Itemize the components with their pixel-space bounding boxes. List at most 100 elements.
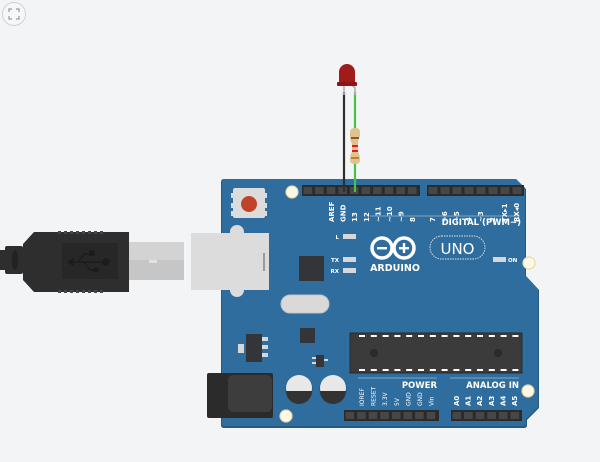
header-pin-socket[interactable] — [303, 187, 313, 194]
header-pin-socket[interactable] — [512, 187, 522, 194]
header-pin-socket[interactable] — [380, 412, 389, 419]
mounting-hole — [285, 185, 299, 199]
power-pin-label: IOREF — [359, 388, 366, 406]
header-pin-socket[interactable] — [510, 412, 520, 419]
digital-pin-label: TX▸1 — [501, 203, 509, 222]
analog-pin-label: A3 — [488, 396, 496, 406]
digital-header-right[interactable] — [427, 185, 524, 196]
usb-icon — [66, 250, 110, 273]
power-pin-label: 3.3V — [382, 391, 389, 406]
analog-pin-label: A5 — [511, 396, 519, 406]
usb-cable[interactable] — [0, 231, 184, 293]
digital-pin-label: 7 — [429, 217, 437, 222]
analog-pin-label: A1 — [465, 396, 473, 406]
header-pin-socket[interactable] — [391, 412, 401, 419]
header-pin-socket[interactable] — [475, 412, 485, 419]
model-label: UNO — [440, 240, 474, 258]
power-pin-label: GND — [417, 392, 424, 406]
digital-pin-label: AREF — [328, 201, 336, 222]
on-led-label: ON — [508, 258, 518, 264]
crystal-oscillator — [280, 294, 330, 314]
header-pin-socket[interactable] — [428, 187, 438, 194]
digital-pin-label: ~5 — [453, 211, 461, 222]
header-pin-socket[interactable] — [487, 412, 496, 419]
usb-cable-wire — [0, 250, 6, 270]
header-pin-socket[interactable] — [361, 187, 371, 194]
digital-pin-label: 8 — [409, 217, 417, 222]
mounting-hole — [522, 256, 536, 270]
header-pin-socket[interactable] — [452, 187, 462, 194]
power-pin-label: RESET — [371, 386, 378, 406]
digital-pin-label: GND — [340, 204, 348, 222]
transistor — [312, 355, 328, 367]
digital-pin-label: ~9 — [398, 211, 406, 222]
digital-pin-label: 2 — [489, 217, 497, 222]
header-pin-socket[interactable] — [326, 187, 336, 194]
analog-header-label: ANALOG IN — [466, 381, 519, 391]
header-pin-socket[interactable] — [498, 412, 508, 419]
analog-pin-label: A4 — [499, 396, 507, 406]
header-pin-socket[interactable] — [426, 412, 436, 419]
header-pin-socket[interactable] — [373, 187, 382, 194]
fit-to-view-button[interactable] — [2, 2, 26, 26]
digital-pin-label: 4 — [465, 217, 473, 222]
reset-button[interactable] — [231, 188, 267, 218]
digital-pin-label: ~3 — [477, 211, 485, 222]
arduino-logo — [370, 236, 416, 260]
analog-pin-label: A0 — [453, 396, 461, 406]
rx-led-label: RX — [331, 269, 340, 275]
digital-header-left[interactable] — [302, 185, 420, 196]
header-pin-socket[interactable] — [452, 412, 462, 419]
digital-pin-label: 13 — [351, 212, 359, 222]
header-pin-socket[interactable] — [338, 187, 347, 194]
header-pin-socket[interactable] — [500, 187, 510, 194]
header-pin-socket[interactable] — [315, 187, 324, 194]
capacitor — [319, 375, 347, 404]
tx-led — [343, 257, 356, 262]
red-led[interactable] — [337, 64, 357, 95]
power-pin-label: Vin — [429, 396, 436, 406]
voltage-regulator — [238, 334, 268, 362]
header-pin-socket[interactable] — [403, 412, 413, 419]
header-pin-socket[interactable] — [440, 187, 450, 194]
rx-led — [343, 268, 356, 273]
header-pin-socket[interactable] — [464, 187, 474, 194]
capacitor — [285, 375, 313, 404]
header-pin-socket[interactable] — [384, 187, 394, 194]
digital-pin-label: RX◂0 — [513, 203, 521, 222]
analog-header[interactable] — [451, 410, 522, 421]
digital-pin-label: ~11 — [374, 206, 382, 222]
power-header[interactable] — [344, 410, 439, 421]
uno-badge — [429, 235, 486, 260]
mounting-hole — [279, 409, 293, 423]
digital-header-label: DIGITAL (PWM~) — [442, 218, 522, 228]
usb-b-jack — [191, 225, 269, 297]
analog-pin-label: A2 — [476, 396, 484, 406]
l-led — [343, 234, 356, 239]
small-chip — [300, 328, 315, 343]
header-pin-socket[interactable] — [464, 412, 473, 419]
header-pin-socket[interactable] — [415, 412, 424, 419]
digital-pin-label: ~10 — [386, 206, 394, 222]
header-pin-socket[interactable] — [396, 187, 405, 194]
power-header-label: POWER — [402, 381, 438, 391]
header-pin-socket[interactable] — [357, 412, 366, 419]
on-led — [493, 257, 506, 262]
header-pin-socket[interactable] — [407, 187, 417, 194]
l-led-label: L — [335, 235, 339, 241]
resistor[interactable] — [350, 128, 360, 164]
header-pin-socket[interactable] — [368, 412, 378, 419]
digital-pin-label: 12 — [363, 212, 371, 222]
header-pin-socket[interactable] — [345, 412, 355, 419]
header-pin-socket[interactable] — [488, 187, 498, 194]
usb-interface-chip — [299, 256, 324, 281]
brand-label: ARDUINO — [370, 263, 420, 274]
header-pin-socket[interactable] — [476, 187, 486, 194]
mounting-hole — [521, 384, 535, 398]
power-pin-label: GND — [405, 392, 412, 406]
microcontroller-chip — [349, 332, 523, 374]
dc-power-jack — [207, 373, 273, 418]
fit-to-view-icon — [8, 8, 20, 20]
